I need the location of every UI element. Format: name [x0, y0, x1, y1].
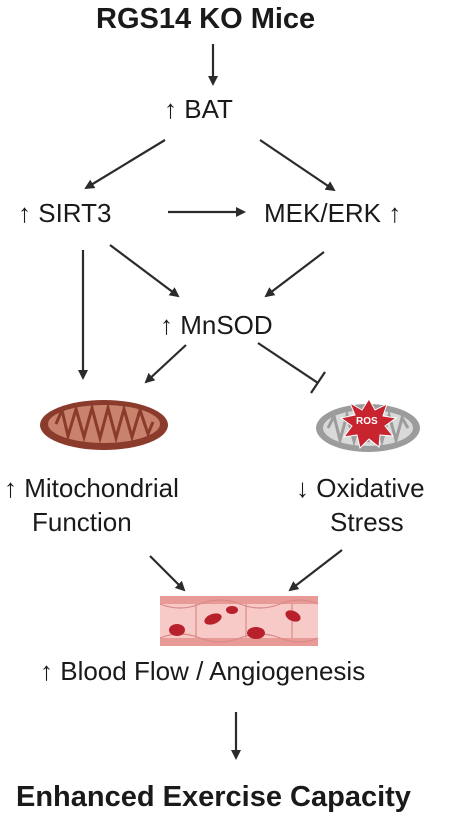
arrow-mnsod-to-mito	[144, 344, 187, 384]
red-blood-cell	[285, 610, 301, 622]
red-blood-cell	[247, 627, 265, 639]
ros-burst-icon	[339, 398, 398, 449]
node-oxidative-stress-line1: ↓ Oxidative	[296, 473, 425, 503]
red-blood-cell	[204, 613, 222, 625]
arrow-mekerk-to-mnsod	[264, 251, 325, 298]
node-mitochondrial-function-line1: ↑ Mitochondrial	[4, 473, 179, 503]
inhibit-bar	[310, 371, 326, 394]
arrow-sirt3-to-mnsod	[109, 244, 180, 298]
node-blood-flow: ↑ Blood Flow / Angiogenesis	[40, 656, 366, 686]
red-blood-cell	[226, 606, 238, 614]
diagram-footer: Enhanced Exercise Capacity	[16, 781, 411, 813]
arrow-mito-to-vessel	[149, 555, 186, 592]
node-bat: ↑ BAT	[164, 94, 233, 124]
diagram-title: RGS14 KO Mice	[96, 3, 316, 35]
damaged-mitochondrion-icon	[316, 398, 420, 452]
node-mitochondrial-function-line2: Function	[32, 507, 132, 537]
arrows	[78, 44, 343, 760]
inhibit-mnsod-to-ros	[257, 342, 319, 384]
ros-label: ROS	[356, 416, 378, 427]
arrow-bat-to-sirt3	[84, 139, 166, 190]
node-oxidative-stress-line2: Stress	[330, 507, 404, 537]
arrow-bat-to-mekerk	[259, 139, 336, 192]
node-mnsod: ↑ MnSOD	[160, 310, 273, 340]
mitochondrion-icon	[40, 400, 168, 450]
arrow-ox-to-vessel	[288, 549, 343, 592]
red-blood-cell	[169, 624, 185, 636]
node-sirt3: ↑ SIRT3	[18, 198, 112, 228]
node-mek-erk: MEK/ERK ↑	[264, 198, 402, 228]
blood-vessel-icon	[159, 596, 319, 646]
